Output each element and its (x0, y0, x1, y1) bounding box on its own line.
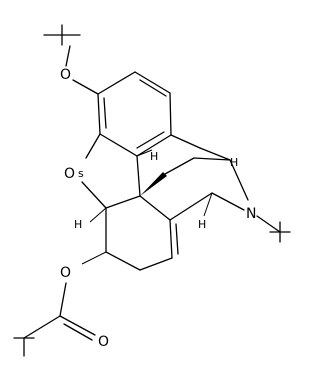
piperidine-ring: N (170, 134, 291, 243)
molecule-canvas: O O s N (13, 24, 291, 357)
methyl-o-bond (65, 45, 71, 67)
c13-c14 (139, 195, 171, 221)
o-aryl-bond (72, 79, 99, 95)
c14-c8 (169, 219, 173, 259)
n-methyl-bond (256, 215, 281, 233)
c8-c7 (139, 257, 173, 271)
c13-c5 (105, 195, 141, 209)
h16-label: H (230, 156, 238, 169)
c-carbonyl-o (59, 315, 96, 336)
methoxy-o-label: O (60, 67, 71, 83)
h5-label: H (74, 218, 82, 231)
o-carbonyl-c (59, 282, 67, 317)
ether-bridge: O s (64, 133, 107, 209)
bold-wedge-c15 (140, 172, 167, 196)
c16-link (193, 157, 231, 161)
aromatic-ring (97, 71, 172, 157)
ring-bond-4 (136, 134, 172, 157)
h14-bond (203, 192, 213, 217)
acetyl-methyl (23, 315, 61, 339)
ring-bond-5 (99, 133, 138, 157)
c10-c9 (199, 147, 231, 161)
c15-c16 (164, 157, 195, 175)
c10-bond (170, 134, 201, 149)
ring-bond-3 (169, 92, 172, 136)
c-carbonyl-double (63, 323, 93, 341)
c6-o-hash (81, 251, 107, 265)
acetate-group: O O (13, 251, 109, 357)
ring-double-3 (103, 97, 107, 129)
h9-bond (136, 149, 153, 157)
ring-bond-6 (97, 93, 101, 135)
c9-n (229, 159, 249, 201)
ether-o-label: O (64, 166, 75, 182)
h14-label: H (198, 218, 206, 231)
c7-c6 (105, 251, 141, 271)
core-rings (105, 155, 231, 271)
aryl-o-bond (85, 133, 101, 159)
h5-bond (89, 207, 107, 223)
ring-bond-2 (134, 71, 171, 94)
ether-s-tag: s (78, 167, 84, 180)
amine-n-label: N (246, 206, 256, 222)
ring-bond-1 (97, 71, 136, 95)
methoxy-group: O (43, 24, 99, 95)
c14-c9 (169, 192, 213, 221)
c8-double (175, 223, 179, 255)
ester-o-label: O (60, 265, 71, 281)
c-n-bond (211, 192, 245, 211)
ring-double-2 (136, 131, 165, 149)
o-c5-bond (81, 181, 107, 209)
c13-bond (136, 155, 141, 197)
stereo-hydrogens: H H H H (74, 149, 238, 231)
carbonyl-o-label: O (98, 334, 109, 350)
structure-diagram: O O s N (13, 24, 291, 357)
h9-label: H (150, 150, 158, 163)
ring-double-1 (139, 79, 167, 97)
